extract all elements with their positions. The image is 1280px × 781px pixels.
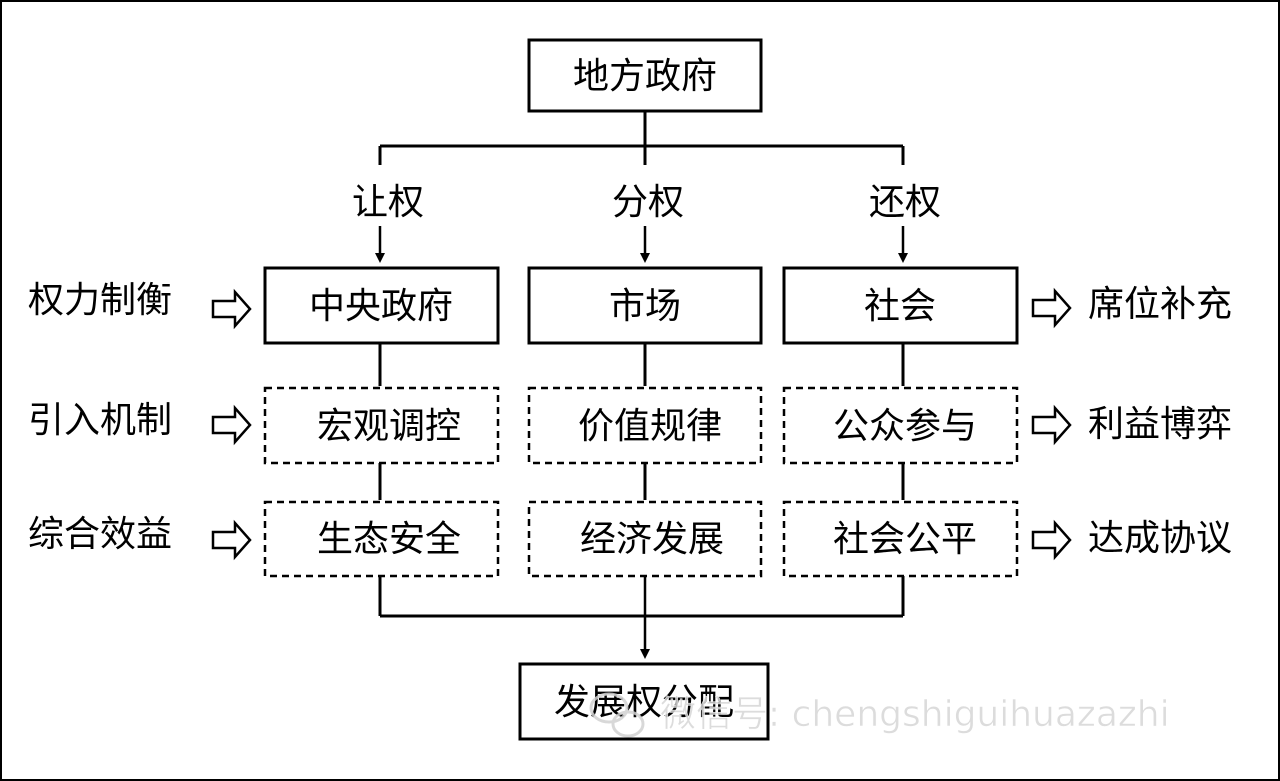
macro-control-box <box>263 386 500 465</box>
eco-security-box <box>263 500 500 578</box>
social-equity-label: 社会公平 <box>833 519 977 560</box>
left-label-benefit: 综合效益 <box>28 514 172 555</box>
public-participation-label: 公众参与 <box>833 406 977 447</box>
right-hollow-arrow-1 <box>1031 287 1072 329</box>
market-box <box>527 266 763 345</box>
right-label-agreement: 达成协议 <box>1088 518 1232 559</box>
right-hollow-arrow-2 <box>1031 404 1072 446</box>
left-hollow-arrow-1 <box>211 288 252 330</box>
market-label: 市场 <box>609 286 681 327</box>
economic-dev-label: 经济发展 <box>580 519 724 560</box>
eco-security-label: 生态安全 <box>317 519 461 560</box>
left-label-checks: 权力制衡 <box>28 280 172 321</box>
economic-dev-box <box>527 500 763 578</box>
society-label: 社会 <box>864 286 936 327</box>
watermark-text: 微信号: chengshiguihuazazhi <box>660 694 1170 735</box>
bottom-node-label: 发展权分配 <box>554 682 734 723</box>
branch-label-return: 还权 <box>869 182 941 223</box>
central-gov-label: 中央政府 <box>309 286 453 327</box>
right-hollow-arrow-3 <box>1031 519 1072 561</box>
top-node-label: 地方政府 <box>573 56 717 97</box>
branch-label-divide: 分权 <box>612 182 684 223</box>
right-label-seats: 席位补充 <box>1088 284 1232 325</box>
macro-control-label: 宏观调控 <box>317 406 461 447</box>
left-hollow-arrow-2 <box>211 404 252 446</box>
connector-lines <box>378 111 905 618</box>
public-participation-box <box>782 386 1019 465</box>
social-equity-box <box>782 500 1019 578</box>
bottom-node-box <box>518 662 770 741</box>
value-law-box <box>527 386 763 465</box>
branch-label-yield: 让权 <box>352 182 424 223</box>
watermark: 微信号: chengshiguihuazazhi <box>589 692 1170 738</box>
wechat-icon <box>589 692 645 738</box>
top-node-box <box>527 38 763 113</box>
right-label-interests: 利益博弈 <box>1088 404 1232 445</box>
central-gov-box <box>263 266 500 345</box>
society-box <box>782 266 1019 345</box>
arrow-lines <box>375 226 908 659</box>
left-label-mechanism: 引入机制 <box>28 400 172 441</box>
left-hollow-arrow-3 <box>211 519 252 561</box>
value-law-label: 价值规律 <box>578 406 722 447</box>
